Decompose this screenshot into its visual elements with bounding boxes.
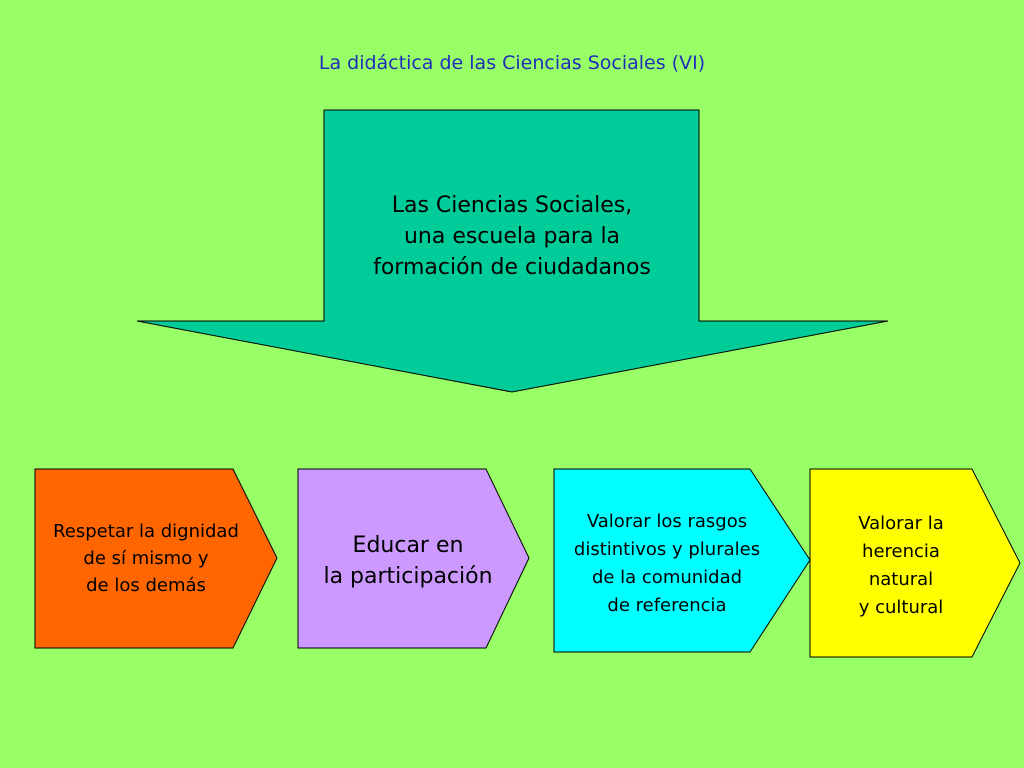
box-valorar-herencia-line-2: herencia <box>862 541 940 562</box>
box-valorar-rasgos-line-3: de la comunidad <box>591 567 743 588</box>
pentagon-box-valorar-rasgos <box>553 468 811 653</box>
box-respetar-line-2: de sí mismo y <box>83 548 209 569</box>
main-down-arrow-shape <box>136 109 889 393</box>
box-educar-text: Educar en la participación <box>298 530 518 592</box>
box-respetar-text: Respetar la dignidad de sí mismo y de lo… <box>30 518 262 599</box>
main-arrow-line-2: una escuela para la <box>403 224 621 249</box>
box-valorar-rasgos-line-4: de referencia <box>607 595 727 616</box>
box-educar-line-2: la participación <box>323 564 493 589</box>
box-valorar-herencia-text: Valorar la herencia natural y cultural <box>810 510 992 622</box>
pentagon-box-valorar-herencia <box>809 468 1021 658</box>
pentagon-box-respetar <box>34 468 278 649</box>
slide-title: La didáctica de las Ciencias Sociales (V… <box>318 52 706 74</box>
box-valorar-herencia-line-1: Valorar la <box>858 513 944 534</box>
box-educar-line-1: Educar en <box>352 533 464 558</box>
box-valorar-rasgos-line-2: distintivos y plurales <box>573 539 761 560</box>
box-respetar-line-1: Respetar la dignidad <box>53 521 239 542</box>
main-arrow-line-3: formación de ciudadanos <box>373 255 651 280</box>
box-respetar-line-3: de los demás <box>86 575 206 596</box>
pentagon-box-educar <box>297 468 530 649</box>
box-valorar-rasgos-line-1: Valorar los rasgos <box>586 511 748 532</box>
box-valorar-herencia-line-3: natural <box>868 569 934 590</box>
main-arrow-text: Las Ciencias Sociales, una escuela para … <box>322 190 702 283</box>
box-valorar-herencia-line-4: y cultural <box>858 597 944 618</box>
main-arrow-line-1: Las Ciencias Sociales, <box>391 193 633 218</box>
box-valorar-rasgos-text: Valorar los rasgos distintivos y plurale… <box>548 508 786 620</box>
